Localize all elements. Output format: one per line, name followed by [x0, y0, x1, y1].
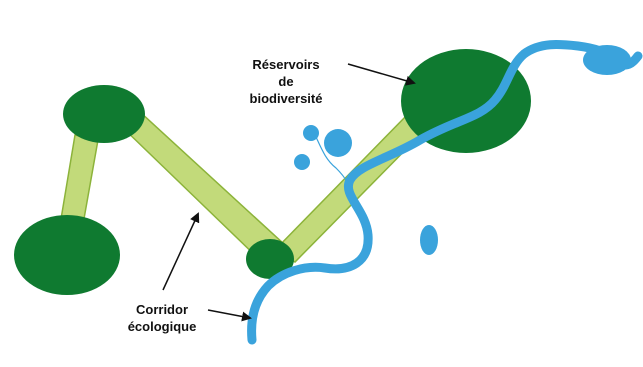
label-corridor: Corridor écologique: [118, 301, 206, 335]
pond-small-top: [303, 125, 319, 141]
label-reservoirs: Réservoirs de biodiversité: [244, 56, 328, 107]
label-corridor-line1: Corridor: [118, 301, 206, 318]
label-reservoirs-line2: de: [244, 73, 328, 90]
corridor-segment-middle: [120, 112, 285, 262]
arrow-to-river: [208, 310, 250, 318]
label-corridor-line2: écologique: [118, 318, 206, 335]
pond-large: [324, 129, 352, 157]
arrow-to-reservoir: [348, 64, 414, 83]
reservoir-top-left: [63, 85, 145, 143]
arrow-to-corridor: [163, 214, 198, 290]
label-reservoirs-line3: biodiversité: [244, 90, 328, 107]
label-reservoirs-line1: Réservoirs: [244, 56, 328, 73]
pond-small-bottom: [294, 154, 310, 170]
reservoir-bottom-left: [14, 215, 120, 295]
river-estuary-blob: [583, 45, 631, 75]
lake-right: [420, 225, 438, 255]
